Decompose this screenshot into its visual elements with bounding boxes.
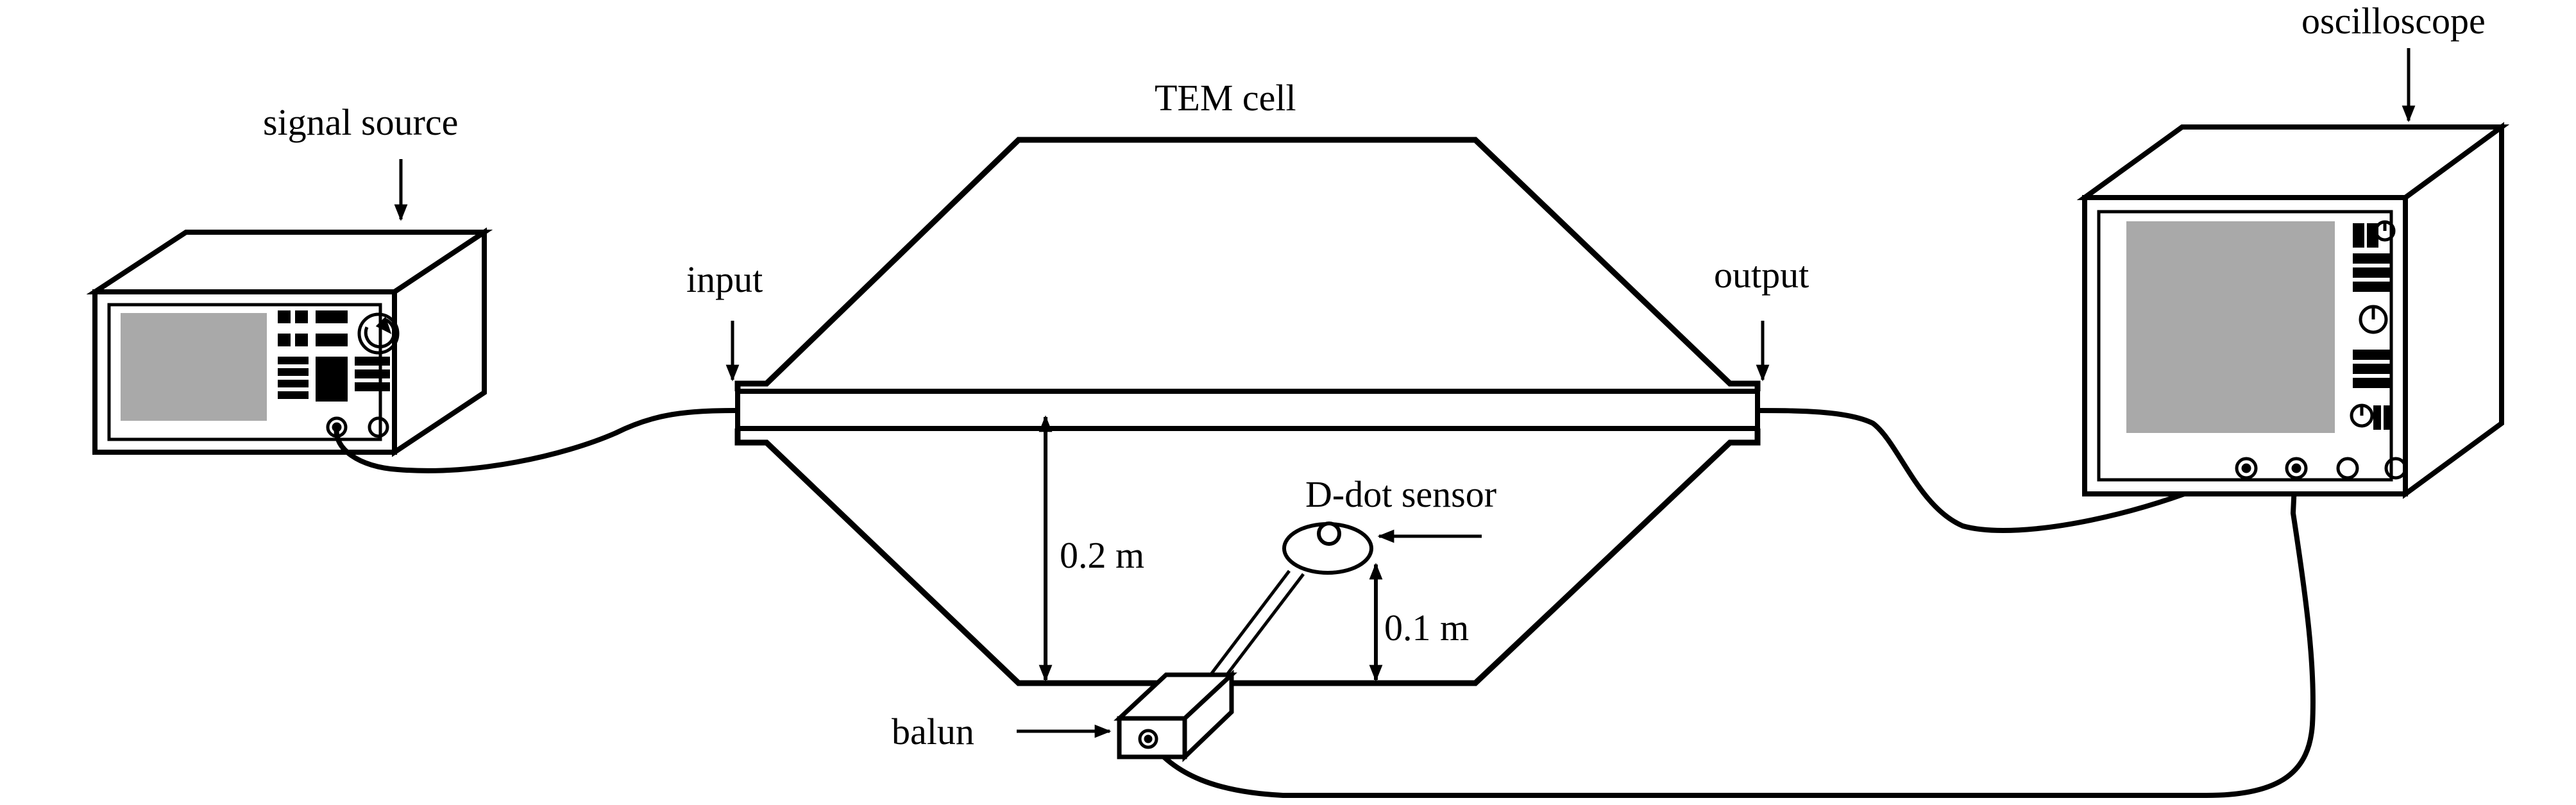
- cables: [334, 408, 2316, 798]
- output-label: output: [1714, 254, 1809, 296]
- signal-source-label: signal source: [263, 101, 458, 143]
- input-label: input: [686, 258, 763, 300]
- d-dot-sensor-label: D-dot sensor: [1305, 473, 1496, 515]
- sensor-support-rod: [1208, 570, 1305, 682]
- output-cable: [1755, 408, 2248, 533]
- balun-label: balun: [892, 711, 974, 752]
- balun-connector: [1138, 729, 1158, 749]
- oscilloscope-controls: [2353, 223, 2391, 430]
- tem-cell-label: TEM cell: [1155, 77, 1296, 119]
- oscilloscope-label: oscilloscope: [2301, 0, 2486, 42]
- tem-cell-septum: [735, 389, 1760, 431]
- signal-source-knob-icon: [357, 312, 400, 355]
- balun-box: [1114, 669, 1237, 763]
- oscilloscope-knob-icons: [2350, 220, 2396, 428]
- height-total-label: 0.2 m: [1060, 534, 1144, 576]
- dimension-arrows: [1038, 415, 1383, 682]
- signal-source-screen: [121, 313, 267, 421]
- tem-cell-body: [734, 137, 1761, 686]
- oscilloscope-screen: [2126, 221, 2335, 433]
- signal-source-keypad: [278, 310, 390, 402]
- d-dot-sensor-icon: [1282, 521, 1373, 575]
- height-sensor-label: 0.1 m: [1384, 607, 1469, 648]
- oscilloscope-input-connectors: [2235, 457, 2407, 480]
- pointer-arrows: [394, 48, 2416, 738]
- input-cable: [334, 408, 740, 473]
- balun-cable: [1146, 469, 2316, 798]
